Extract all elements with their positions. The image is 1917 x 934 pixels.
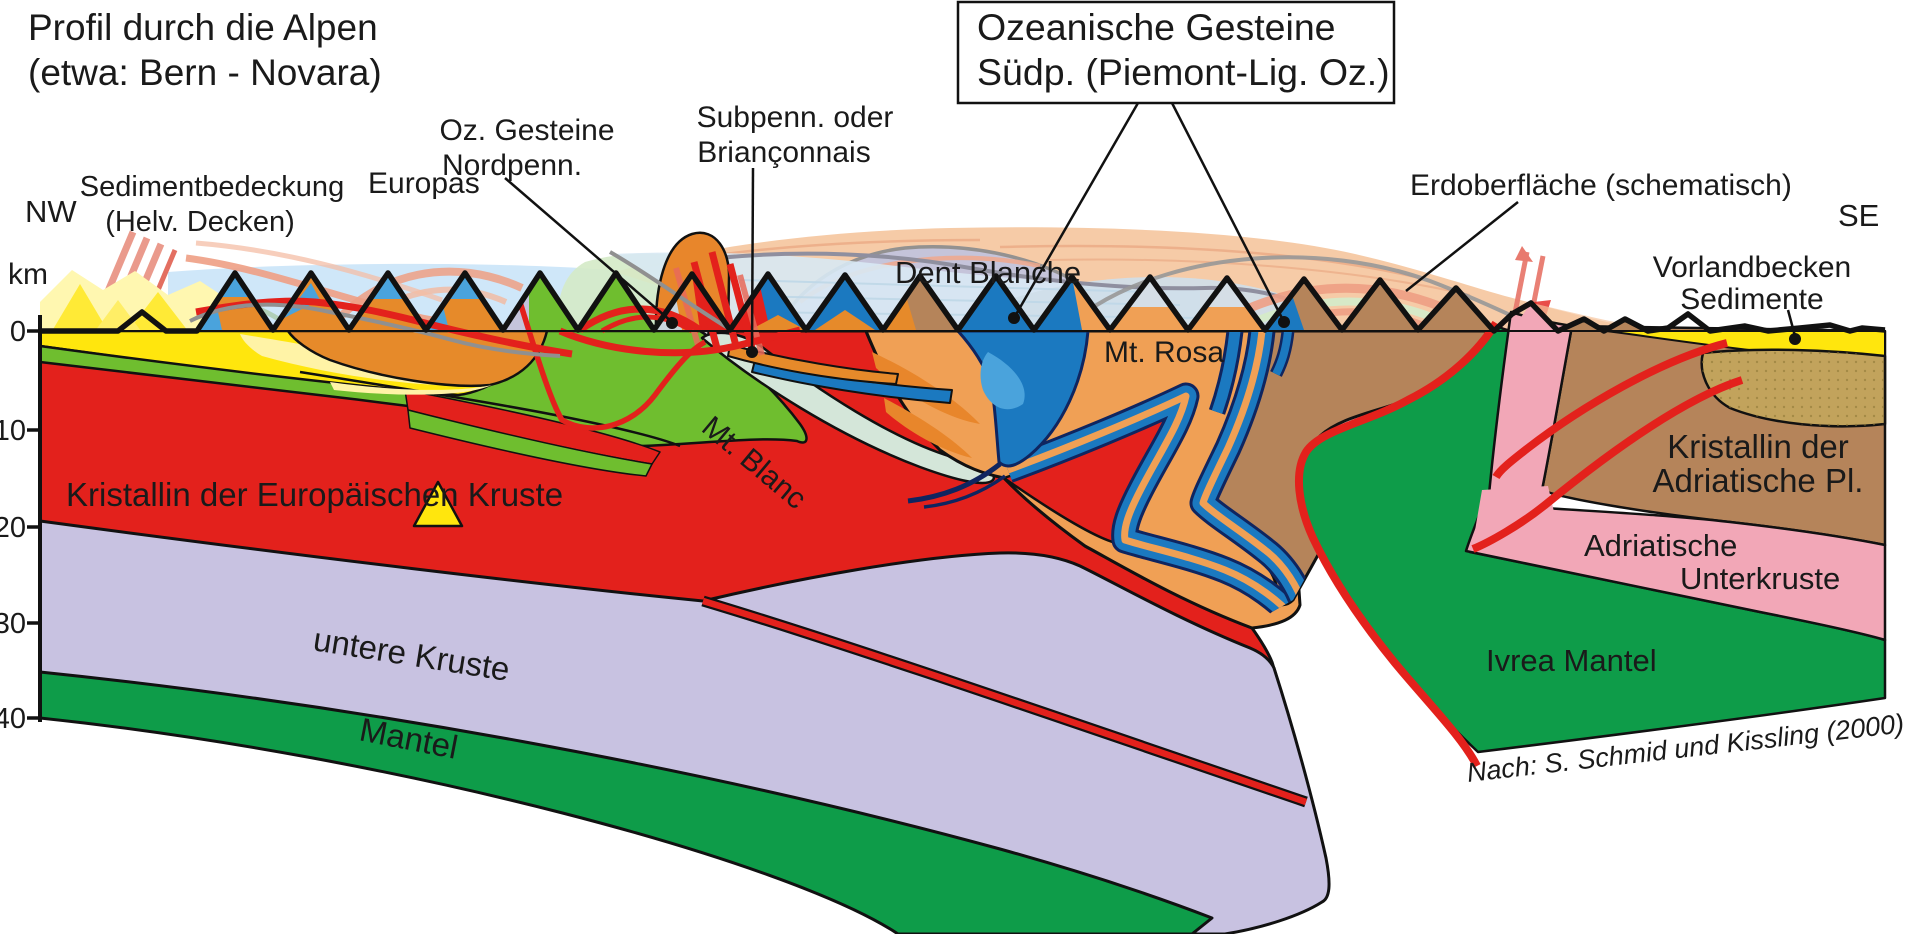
svg-text:Vorlandbecken: Vorlandbecken [1653,251,1852,284]
svg-text:SE: SE [1838,198,1879,233]
svg-text:Dent Blanche: Dent Blanche [895,255,1081,290]
svg-text:NW: NW [25,194,77,229]
svg-text:Oz. Gesteine: Oz. Gesteine [439,114,614,147]
svg-text:Südp. (Piemont-Lig. Oz.): Südp. (Piemont-Lig. Oz.) [977,51,1390,93]
svg-text:Ivrea Mantel: Ivrea Mantel [1486,643,1657,678]
svg-text:Profil durch die Alpen: Profil durch die Alpen [28,7,378,48]
svg-text:Briançonnais: Briançonnais [697,136,870,169]
svg-text:0: 0 [10,316,26,348]
svg-text:(Helv. Decken): (Helv. Decken) [105,206,295,238]
svg-text:Nordpenn.: Nordpenn. [442,149,582,182]
svg-text:(etwa: Bern - Novara): (etwa: Bern - Novara) [28,52,382,93]
svg-text:40: 40 [0,703,26,735]
svg-text:Unterkruste: Unterkruste [1680,561,1840,596]
svg-text:Sedimentbedeckung: Sedimentbedeckung [80,171,344,203]
svg-text:Ozeanische Gesteine: Ozeanische Gesteine [977,6,1336,48]
svg-text:Subpenn. oder: Subpenn. oder [697,101,894,134]
svg-text:Europas: Europas [368,167,480,200]
svg-text:Mt. Rosa: Mt. Rosa [1104,336,1224,369]
svg-text:Kristallin der: Kristallin der [1667,428,1849,465]
svg-text:Kristallin der Europäischen Kr: Kristallin der Europäischen Kruste [66,476,563,513]
svg-text:km: km [8,258,48,291]
svg-text:20: 20 [0,512,26,544]
svg-text:Adriatische: Adriatische [1584,528,1737,563]
svg-text:Erdoberfläche (schematisch): Erdoberfläche (schematisch) [1410,169,1792,202]
svg-text:Sedimente: Sedimente [1680,283,1823,316]
svg-text:30: 30 [0,608,26,640]
svg-text:Adriatische Pl.: Adriatische Pl. [1653,462,1864,499]
svg-text:10: 10 [0,415,26,447]
